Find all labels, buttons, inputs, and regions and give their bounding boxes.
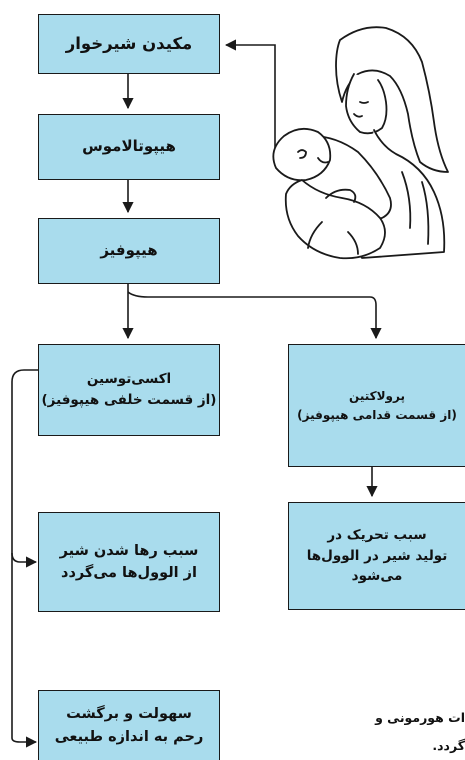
node-milk-production: سبب تحریک در تولید شیر در الوول‌ها می‌شو… xyxy=(288,502,465,610)
arrow-pituitary-to-prolactin xyxy=(127,291,382,340)
node-suckling: مکیدن شیرخوار xyxy=(38,14,220,74)
node-suckling-text: مکیدن شیرخوار xyxy=(65,34,193,54)
arrow-bracket-to-milk-release xyxy=(11,552,38,568)
node-hypothalamus-text: هیپوتالاموس xyxy=(82,137,176,156)
node-prolactin: پرولاکتین (از قسمت قدامی هیپوفیز) xyxy=(288,344,465,467)
partial-text-line1: ات هورمونی و xyxy=(375,710,465,725)
arrow-bracket-to-uterus xyxy=(11,736,38,748)
node-hypothalamus: هیپوتالاموس xyxy=(38,114,220,180)
node-milk-production-line1: سبب تحریک در xyxy=(327,526,427,543)
node-milk-production-line2: تولید شیر در الوول‌ها xyxy=(306,547,448,564)
partial-text-line2: گردد. xyxy=(432,738,465,753)
node-milk-release-line1: سبب رها شدن شیر xyxy=(59,542,199,559)
node-oxytocin-title: اکسی‌توسین xyxy=(86,371,172,388)
node-oxytocin-subtitle: (از قسمت خلفی هیپوفیز) xyxy=(41,392,217,408)
node-prolactin-subtitle: (از قسمت قدامی هیپوفیز) xyxy=(297,407,457,422)
node-uterus-line1: سهولت و برگشت xyxy=(66,706,192,723)
node-milk-production-line3: می‌شود xyxy=(351,568,403,585)
line-oxytocin-bracket xyxy=(11,369,38,738)
arrow-illustration-to-suckling xyxy=(224,39,276,155)
node-pituitary: هیپوفیز xyxy=(38,218,220,284)
node-oxytocin: اکسی‌توسین (از قسمت خلفی هیپوفیز) xyxy=(38,344,220,436)
node-milk-release-line2: از الوول‌ها می‌گردد xyxy=(61,565,197,581)
node-uterus: سهولت و برگشت رحم به اندازه طبیعی xyxy=(38,690,220,760)
node-uterus-line2: رحم به اندازه طبیعی xyxy=(54,728,204,745)
node-pituitary-text: هیپوفیز xyxy=(100,241,158,260)
node-milk-release: سبب رها شدن شیر از الوول‌ها می‌گردد xyxy=(38,512,220,612)
mother-breastfeeding-illustration xyxy=(272,26,449,260)
node-prolactin-title: پرولاکتین xyxy=(349,388,405,403)
